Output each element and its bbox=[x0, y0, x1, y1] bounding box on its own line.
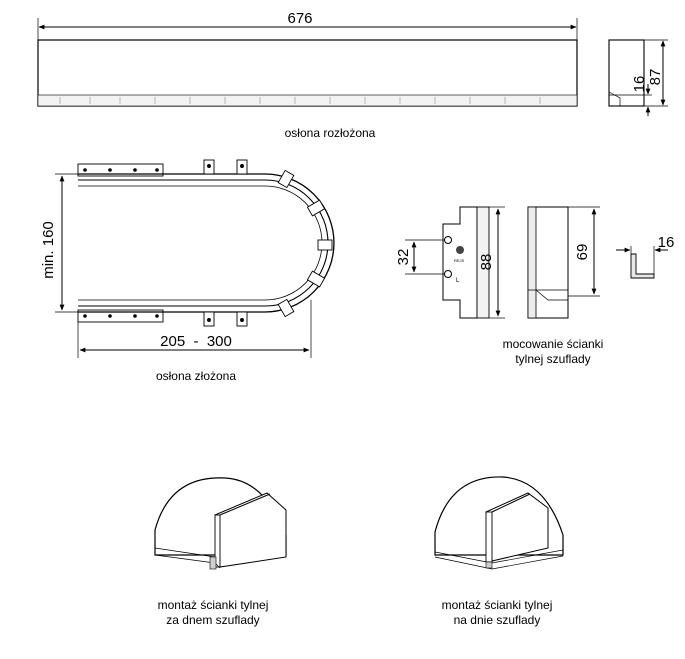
folded-caption: osłona złożona bbox=[156, 369, 236, 383]
folded-cover-view: min. 160 205 - 300 osłona złożona bbox=[40, 159, 335, 383]
under-caption-line2: za dnem szuflady bbox=[166, 613, 259, 627]
l-profile-view: 16 bbox=[616, 234, 675, 279]
profile-width-label: 16 bbox=[658, 234, 675, 251]
rear-profile-view: 69 bbox=[527, 206, 600, 319]
on-caption-line1: montaż ścianki tylnej bbox=[442, 598, 553, 612]
detail-under-bottom: montaż ścianki tylnej za dnem szuflady bbox=[154, 477, 287, 627]
unfolded-length-label: 676 bbox=[287, 10, 312, 27]
detail-on-bottom: montaż ścianki tylnej na dnie szuflady bbox=[434, 476, 564, 627]
mounting-bracket-view: REJS L 32 88 bbox=[395, 206, 505, 319]
bracket-side-label: L bbox=[456, 278, 460, 284]
folded-height-label: min. 160 bbox=[40, 221, 57, 279]
side-height-label: 87 bbox=[647, 69, 664, 86]
side-thickness-label: 16 bbox=[631, 76, 648, 93]
mounting-caption-line1: mocowanie ścianki bbox=[503, 337, 604, 351]
hinge-pattern bbox=[59, 97, 541, 104]
profile-height-label: 69 bbox=[574, 244, 591, 261]
under-caption-line1: montaż ścianki tylnej bbox=[158, 598, 269, 612]
mount-spacing-label: 32 bbox=[395, 249, 412, 266]
mount-height-label: 88 bbox=[478, 254, 495, 271]
unfolded-caption: osłona rozłożona bbox=[285, 126, 376, 140]
unfolded-cover-view: 676 osłona rozłożona bbox=[37, 10, 578, 140]
side-profile-view: 16 87 bbox=[608, 39, 668, 116]
logo-text: REJS bbox=[454, 258, 465, 263]
folded-width-label: 205 - 300 bbox=[160, 333, 232, 350]
brand-logo-icon bbox=[456, 246, 464, 254]
mounting-caption-line2: tylnej szuflady bbox=[515, 352, 590, 366]
on-caption-line2: na dnie szuflady bbox=[454, 613, 541, 627]
